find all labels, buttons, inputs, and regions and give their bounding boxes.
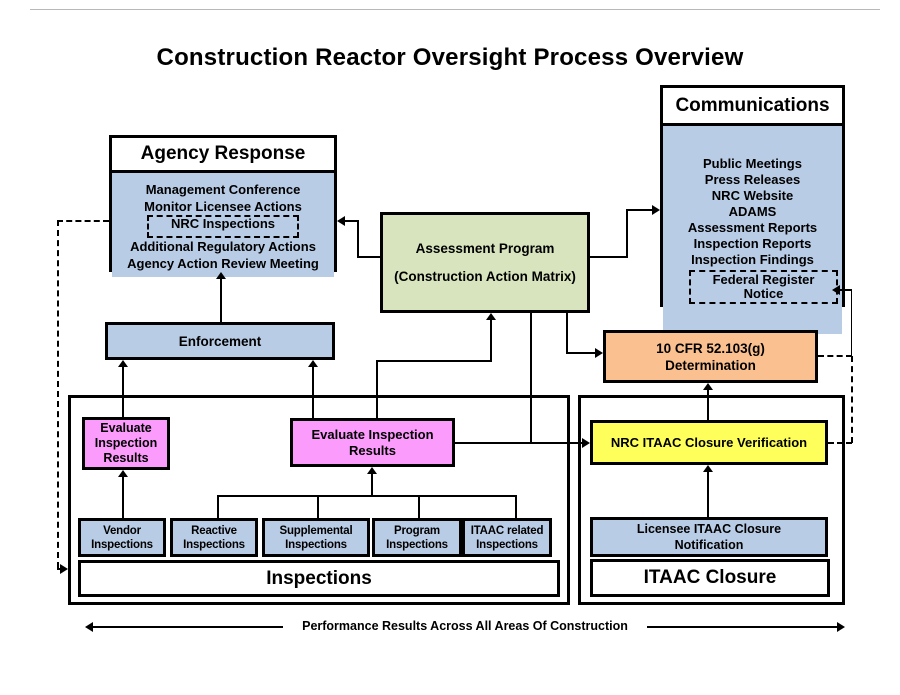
connector-evaluate-right-to-assessment-v2 — [490, 320, 492, 362]
connector-assessment-to-comms-h1 — [590, 256, 628, 258]
arrowhead-into-assessment-program — [486, 313, 496, 320]
dashed-nrc-inspections-feedback-h — [57, 220, 109, 222]
enforcement-box: Enforcement — [105, 322, 335, 360]
inspections-section-label: Inspections — [78, 560, 560, 597]
vendor-inspections-box: Vendor Inspections — [78, 518, 166, 557]
dashed-yellow-to-right-rail — [828, 442, 852, 444]
manifold-line-h — [217, 495, 517, 497]
evaluate-inspection-results-right-box: Evaluate Inspection Results — [290, 418, 455, 467]
connector-enforcement-to-agency — [220, 279, 222, 322]
diagram-title: Construction Reactor Oversight Process O… — [156, 44, 744, 71]
licensee-itaac-closure-notification-box: Licensee ITAAC Closure Notification — [590, 517, 828, 557]
agency-item-monitor-licensee-actions: Monitor Licensee Actions — [144, 199, 302, 214]
dashed-nrc-inspections-feedback-v — [57, 220, 59, 568]
manifold-drop-reactive — [217, 495, 219, 518]
assessment-program-subtitle: (Construction Action Matrix) — [394, 269, 576, 284]
communications-box: Communications Public Meetings Press Rel… — [660, 85, 845, 334]
arrowhead-into-agency-response — [216, 272, 226, 279]
connector-evaluate-right-to-yellow-h — [455, 442, 582, 444]
connector-evaluate-right-to-enforcement — [312, 367, 314, 418]
comms-item-adams: ADAMS — [728, 204, 777, 219]
cfr-line1: 10 CFR 52.103(g) — [656, 340, 765, 356]
supplemental-inspections-box: Supplemental Inspections — [262, 518, 370, 557]
connector-assessment-to-agency-h1 — [357, 256, 380, 258]
footer-arrowhead-right — [837, 622, 845, 632]
comms-item-inspection-reports: Inspection Reports — [693, 236, 812, 251]
reactive-inspections-box: Reactive Inspections — [170, 518, 258, 557]
assessment-program-title: Assessment Program — [415, 241, 555, 256]
dashed-right-rail-lower — [851, 356, 853, 443]
connector-vendor-to-evaluate-left — [122, 477, 124, 518]
connector-licensee-to-yellow — [707, 472, 709, 517]
arrowhead-into-evaluate-left — [118, 470, 128, 477]
evaluate-inspection-results-left-box: Evaluate Inspection Results — [82, 417, 170, 470]
right-rail-upper — [851, 290, 852, 356]
nrc-inspections-dashed-box: NRC Inspections — [147, 215, 299, 238]
nrc-itaac-closure-verification-box: NRC ITAAC Closure Verification — [590, 420, 828, 465]
comms-item-assessment-reports: Assessment Reports — [687, 220, 818, 235]
cfr-line2: Determination — [665, 357, 756, 373]
comms-item-public-meetings: Public Meetings — [703, 156, 802, 171]
connector-evaluate-right-to-assessment-v1 — [376, 360, 378, 418]
agency-response-header: Agency Response — [112, 138, 334, 173]
arrowhead-into-agency-right-edge — [337, 216, 345, 226]
dashed-cfr-to-right-rail — [818, 355, 852, 357]
connector-evaluate-left-to-enforcement — [122, 367, 124, 417]
footer-arrow-line-left — [93, 626, 283, 628]
connector-assessment-to-agency-v — [357, 220, 359, 258]
cfr-determination-box: 10 CFR 52.103(g) Determination — [603, 330, 818, 383]
arrowhead-into-yellow-bottom — [703, 465, 713, 472]
arrowhead-into-enforcement-left — [118, 360, 128, 367]
connector-assessment-to-comms-h2 — [626, 209, 652, 211]
arrowhead-into-inspections-container — [60, 564, 68, 574]
arrowhead-into-cfr-box — [595, 348, 603, 358]
itaac-closure-section-label: ITAAC Closure — [590, 559, 830, 597]
connector-yellow-to-cfr — [707, 390, 709, 420]
connector-assessment-to-cfr-v — [566, 313, 568, 354]
agency-item-management-conference: Management Conference — [145, 182, 301, 197]
dashed-feedback-into-inspections-h — [57, 568, 62, 570]
connector-assessment-to-cfr-h — [566, 352, 595, 354]
arrowhead-into-federal-register-notice — [832, 285, 840, 295]
arrowhead-into-evaluate-right — [367, 467, 377, 474]
communications-header: Communications — [663, 88, 842, 126]
agency-response-body: Management Conference Monitor Licensee A… — [112, 173, 334, 277]
connector-assessment-to-yellow-v — [530, 313, 532, 444]
connector-assessment-to-agency-h2 — [345, 220, 359, 222]
footer-label: Performance Results Across All Areas Of … — [302, 619, 628, 633]
footer-arrowhead-left — [85, 622, 93, 632]
comms-item-nrc-website: NRC Website — [711, 188, 794, 203]
manifold-drop-supplemental — [317, 495, 319, 518]
footer-arrow-line-right — [647, 626, 837, 628]
itaac-related-inspections-box: ITAAC related Inspections — [462, 518, 552, 557]
communications-body: Public Meetings Press Releases NRC Websi… — [663, 126, 842, 334]
top-divider-line — [30, 9, 880, 10]
federal-register-notice-dashed-box: Federal Register Notice — [689, 270, 838, 304]
comms-item-press-releases: Press Releases — [704, 172, 801, 187]
comms-item-inspection-findings: Inspection Findings — [691, 252, 814, 267]
connector-evaluate-right-to-assessment-h — [376, 360, 492, 362]
arrowhead-into-enforcement-right — [308, 360, 318, 367]
arrowhead-into-cfr-bottom — [703, 383, 713, 390]
agency-response-box: Agency Response Management Conference Mo… — [109, 135, 337, 277]
arrowhead-into-yellow-box — [582, 438, 590, 448]
program-inspections-box: Program Inspections — [372, 518, 462, 557]
manifold-drop-itaac-related — [515, 495, 517, 518]
manifold-drop-program — [418, 495, 420, 518]
manifold-riser-to-evaluate-right — [371, 474, 373, 495]
arrowhead-into-communications — [652, 205, 660, 215]
assessment-program-box: Assessment Program (Construction Action … — [380, 212, 590, 313]
connector-assessment-to-comms-v — [626, 209, 628, 258]
agency-item-agency-action-review-meeting: Agency Action Review Meeting — [127, 256, 319, 271]
connector-rail-to-frn-h — [840, 289, 852, 291]
agency-item-additional-regulatory-actions: Additional Regulatory Actions — [130, 239, 316, 254]
